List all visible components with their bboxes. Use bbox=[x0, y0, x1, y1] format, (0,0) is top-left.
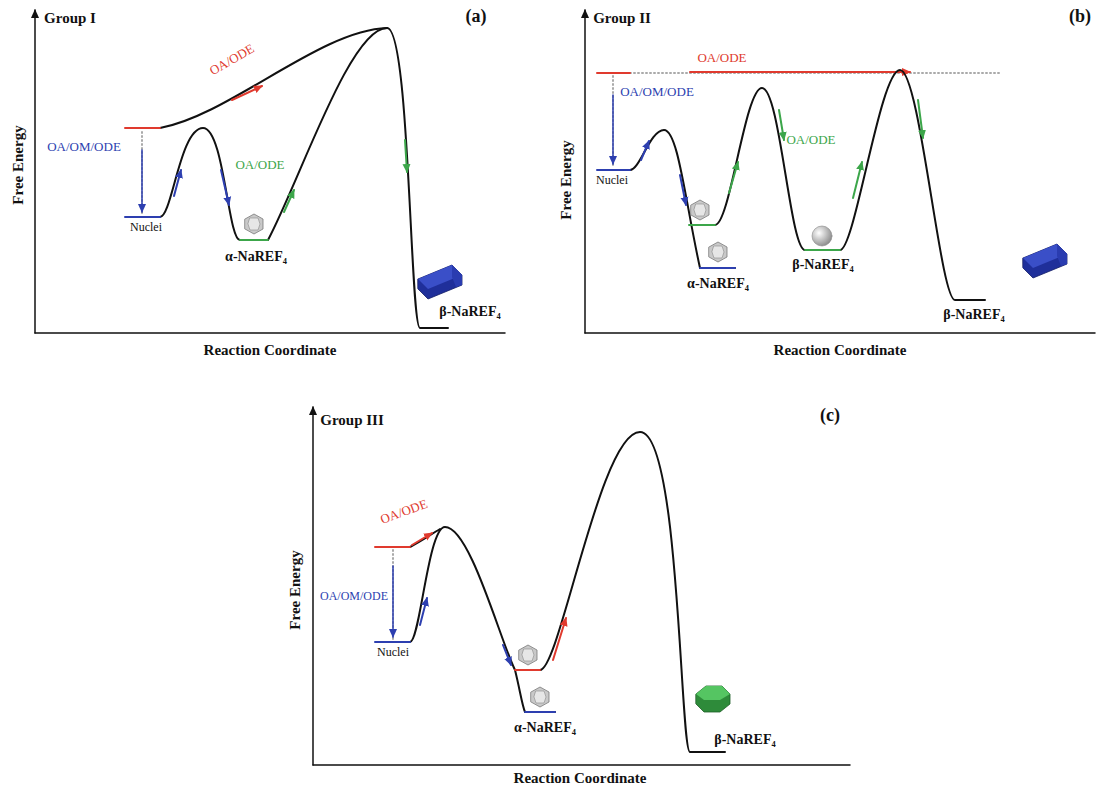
state-label: Nuclei bbox=[130, 221, 162, 234]
group-title: Group III bbox=[320, 412, 384, 429]
phase-label: α-NaREF₄ bbox=[225, 249, 287, 264]
solvent-label: OA/OM/ODE bbox=[47, 140, 121, 154]
phase-label: α-NaREF₄ bbox=[687, 276, 749, 291]
solvent-label: OA/ODE bbox=[378, 497, 429, 527]
panel-letter: (c) bbox=[820, 406, 840, 426]
panel-letter: (b) bbox=[1069, 7, 1091, 27]
solvent-label: OA/OM/ODE bbox=[620, 85, 694, 99]
axis-title: Reaction Coordinate bbox=[204, 342, 337, 359]
axis-title: Free Energy bbox=[287, 550, 304, 629]
solvent-label: OA/ODE bbox=[697, 51, 746, 65]
phase-label: β-NaREF₄ bbox=[714, 732, 775, 747]
group-title: Group I bbox=[44, 10, 96, 27]
panel-letter: (a) bbox=[466, 7, 487, 27]
solvent-label: OA/ODE bbox=[235, 158, 284, 172]
group-title: Group II bbox=[593, 10, 651, 27]
state-label: Nuclei bbox=[596, 174, 628, 187]
phase-label: α-NaREF₄ bbox=[514, 720, 576, 735]
solvent-label: OA/OM/ODE bbox=[320, 590, 388, 603]
solvent-label: OA/ODE bbox=[786, 133, 835, 147]
state-label: Nuclei bbox=[377, 646, 409, 659]
solvent-label: OA/ODE bbox=[207, 42, 257, 79]
axis-title: Free Energy bbox=[558, 140, 575, 219]
phase-label: β-NaREF₄ bbox=[943, 307, 1004, 322]
axis-title: Reaction Coordinate bbox=[774, 342, 907, 359]
phase-label: β-NaREF₄ bbox=[792, 257, 853, 272]
phase-label: β-NaREF₄ bbox=[439, 304, 500, 319]
axis-title: Free Energy bbox=[10, 125, 27, 204]
axis-title: Reaction Coordinate bbox=[514, 770, 647, 787]
